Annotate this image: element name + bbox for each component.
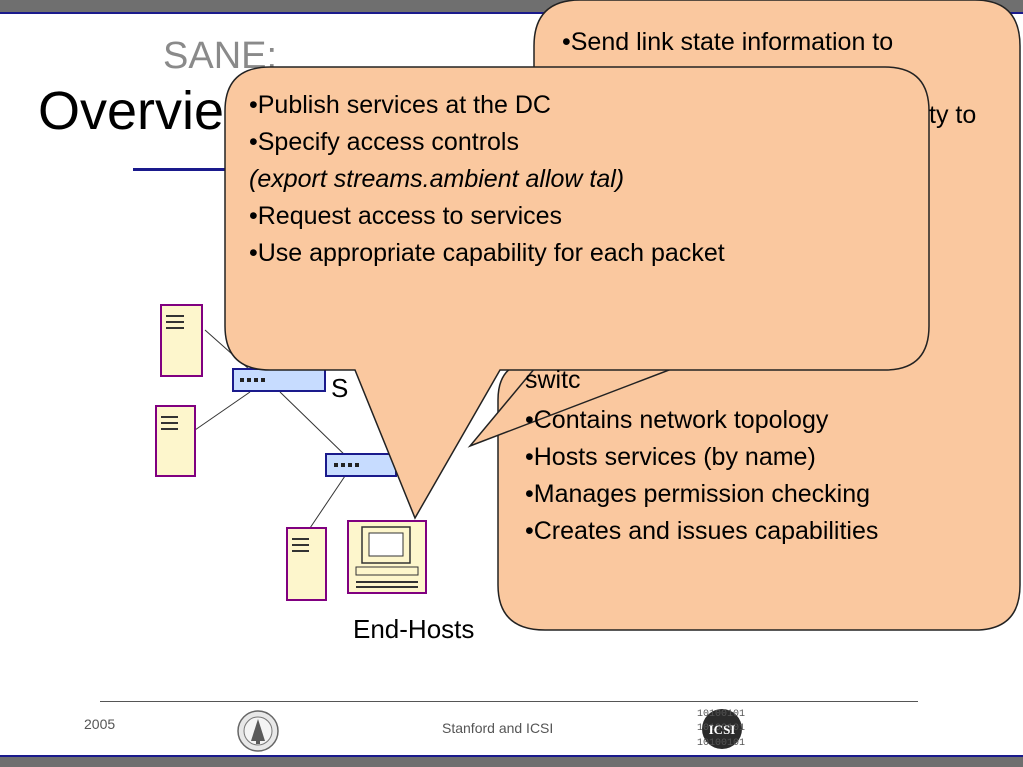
- hosts-bullet-access-controls: •Specify access controls: [249, 128, 519, 156]
- workstation-icon: [347, 520, 427, 594]
- hosts-bullet-request-access: •Request access to services: [249, 202, 563, 230]
- hosts-access-control-example: (export streams.ambient allow tal): [249, 165, 625, 193]
- server-icon: [286, 527, 327, 601]
- footer-divider: [100, 701, 918, 702]
- dc-bullet-hosts-services: •Hosts services (by name): [525, 443, 816, 471]
- switch-bottom: [325, 453, 397, 477]
- icsi-logo-text: ICSI: [709, 722, 736, 737]
- stanford-seal-icon: [237, 710, 279, 752]
- dc-bullet-2-fragment: ty to: [929, 101, 977, 129]
- footer-affiliation: Stanford and ICSI: [442, 720, 554, 736]
- dc-bullet-permission-checking: •Manages permission checking: [525, 480, 871, 508]
- server-icon: [160, 304, 203, 377]
- bottom-bar: [0, 755, 1023, 767]
- icsi-bits-row: 10100101: [697, 723, 745, 734]
- dc-bullet-contains-topology: •Contains network topology: [525, 406, 829, 434]
- server-icon: [155, 405, 196, 477]
- dc-bullet-1: •Send link state information to: [562, 28, 894, 56]
- network-links: [194, 329, 351, 529]
- end-hosts-label: End-Hosts: [353, 614, 475, 644]
- icsi-bits-row: 10100101: [697, 709, 745, 720]
- icsi-logo-icon: 10100101 10100101 10100101 ICSI: [697, 709, 745, 749]
- title-underline: [133, 168, 263, 171]
- dc-bullet-capabilities: •Creates and issues capabilities: [525, 517, 879, 545]
- switch-top: [232, 368, 326, 392]
- slide-title: Overvie: [38, 81, 225, 141]
- icsi-bits-row: 10100101: [697, 738, 745, 749]
- hosts-bullet-capability: •Use appropriate capability for each pac…: [249, 239, 725, 267]
- hosts-bullet-publish: •Publish services at the DC: [249, 91, 551, 119]
- footer-year: 2005: [84, 716, 116, 732]
- callout-hosts: [224, 66, 930, 520]
- switches-label-fragment: S: [331, 373, 349, 403]
- switch-label-fragment: switc: [525, 366, 581, 394]
